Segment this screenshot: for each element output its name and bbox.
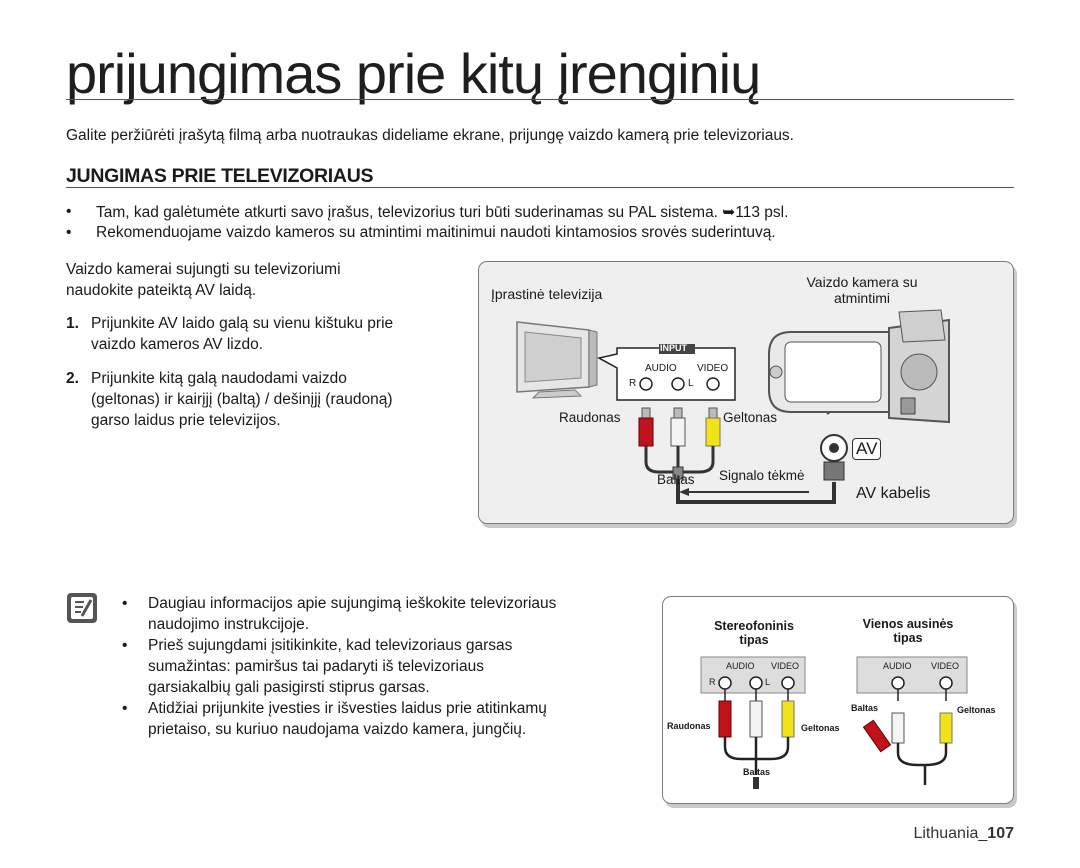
bullet-item: • Tam, kad galėtumėte atkurti savo įrašu… [66, 203, 966, 223]
intro-text: Galite peržiūrėti įrašytą filmą arba nuo… [66, 127, 794, 144]
note-line: sumažintas: pamiršus tai padaryti iš tel… [148, 658, 484, 675]
tv-connection-figure: Įprastinė televizija Vaizdo kamera su at… [478, 261, 1014, 524]
bullet-dot: • [66, 224, 72, 241]
mono-video-label: VIDEO [931, 661, 960, 671]
note-item: • Atidžiai prijunkite įvesties ir išvest… [122, 698, 652, 742]
page-footer: Lithuania_107 [913, 825, 1014, 843]
tv-connection-diagram [516, 309, 950, 504]
mono-input-panel [856, 656, 968, 785]
stereo-red-label: Raudonas [667, 721, 711, 731]
mono-white-label: Baltas [851, 703, 879, 713]
step-number: 2. [66, 370, 79, 387]
white-label: Baltas [657, 472, 695, 487]
r-label: R [629, 378, 637, 389]
note-line: Prieš sujungdami įsitikinkite, kad telev… [148, 637, 513, 654]
av-port-label: AV [852, 438, 882, 460]
mono-type-label: Vienos ausinės tipas [843, 617, 973, 645]
note-icon-graphic [67, 593, 97, 623]
stereo-white-label: Baltas [743, 767, 771, 777]
tv-label: Įprastinė televizija [491, 286, 603, 302]
mono-yellow-label: Geltonas [957, 705, 996, 715]
stereo-input-panel [700, 656, 806, 789]
av-cable-label: AV kabelis [856, 485, 931, 502]
lead-line: naudokite pateiktą AV laidą. [66, 282, 257, 299]
step-line: Prijunkite kitą galą naudodami vaizdo [91, 370, 347, 387]
page-title: prijungimas prie kitų įrenginių [66, 42, 761, 105]
note-icon [66, 592, 98, 624]
bullet-text: Tam, kad galėtumėte atkurti savo įrašus,… [96, 204, 789, 221]
stereo-type-line: Stereofoninis [714, 619, 794, 633]
note-line: Daugiau informacijos apie sujungimą iešk… [148, 595, 557, 612]
video-label: VIDEO [697, 363, 729, 374]
note-line: garsiakalbių gali pasigirsti stiprus gar… [148, 679, 430, 696]
bullet-item: • Rekomenduojame vaizdo kameros su atmin… [66, 224, 966, 244]
mono-type-line: tipas [893, 631, 923, 645]
mono-type-line: Vienos ausinės [862, 617, 954, 631]
l-label: L [688, 378, 694, 389]
note-item: • Prieš sujungdami įsitikinkite, kad tel… [122, 635, 652, 699]
stereo-audio-label: AUDIO [726, 661, 755, 671]
input-label: INPUT [660, 343, 687, 353]
footer-language: Lithuania_ [913, 825, 988, 842]
title-rule [66, 99, 1014, 100]
camera-label: Vaizdo kamera su atmintimi [797, 274, 927, 306]
bullet-dot: • [66, 203, 72, 220]
note-line: prietaiso, su kuriuo naudojama vaizdo ka… [148, 721, 527, 738]
section-heading: JUNGIMAS PRIE TELEVIZORIAUS [66, 165, 374, 187]
camcorder-icon [768, 309, 950, 424]
note-line: naudojimo instrukcijoje. [148, 616, 310, 633]
note-line: Atidžiai prijunkite įvesties ir išvestie… [148, 700, 547, 717]
signal-label: Signalo tėkmė [719, 468, 805, 483]
camera-label-line: atmintimi [833, 290, 890, 306]
lead-paragraph: Vaizdo kamerai sujungti su televizoriumi… [66, 259, 341, 301]
step-number: 1. [66, 315, 79, 332]
camera-label-line: Vaizdo kamera su [806, 274, 918, 290]
note-item: • Daugiau informacijos apie sujungimą ie… [122, 593, 652, 633]
stereo-video-label: VIDEO [771, 661, 800, 671]
bullet-text: Rekomenduojame vaizdo kameros su atminti… [96, 224, 776, 241]
tv-icon [516, 321, 598, 399]
bullet-dot: • [122, 595, 128, 612]
tv-input-panel [596, 344, 736, 401]
rca-plugs [638, 407, 836, 504]
signal-arrow [679, 488, 809, 496]
bullet-dot: • [122, 700, 128, 717]
step-1: 1. Prijunkite AV laido galą su vienu kiš… [66, 313, 466, 357]
bullet-dot: • [122, 637, 128, 654]
red-label: Raudonas [559, 410, 621, 425]
stereo-r-label: R [709, 677, 716, 687]
audio-label: AUDIO [645, 363, 677, 374]
yellow-label: Geltonas [723, 410, 778, 425]
lead-line: Vaizdo kamerai sujungti su televizoriumi [66, 261, 341, 278]
stereo-type-label: Stereofoninis tipas [689, 619, 819, 647]
step-line: (geltonas) ir kairįjį (baltą) / dešinįjį… [91, 391, 393, 408]
section-rule [66, 187, 1014, 188]
page-number: 107 [987, 825, 1014, 842]
mono-audio-label: AUDIO [883, 661, 912, 671]
step-line: garso laidus prie televizijos. [91, 412, 281, 429]
audio-types-figure: Stereofoninis tipas Vienos ausinės tipas… [662, 596, 1014, 804]
step-2: 2. Prijunkite kitą galą naudodami vaizdo… [66, 368, 466, 434]
stereo-type-line: tipas [739, 633, 769, 647]
step-line: Prijunkite AV laido galą su vienu kištuk… [91, 315, 394, 332]
stereo-yellow-label: Geltonas [801, 723, 840, 733]
stereo-l-label: L [765, 677, 771, 687]
audio-types-diagram [700, 656, 968, 789]
step-line: vaizdo kameros AV lizdo. [91, 336, 264, 353]
